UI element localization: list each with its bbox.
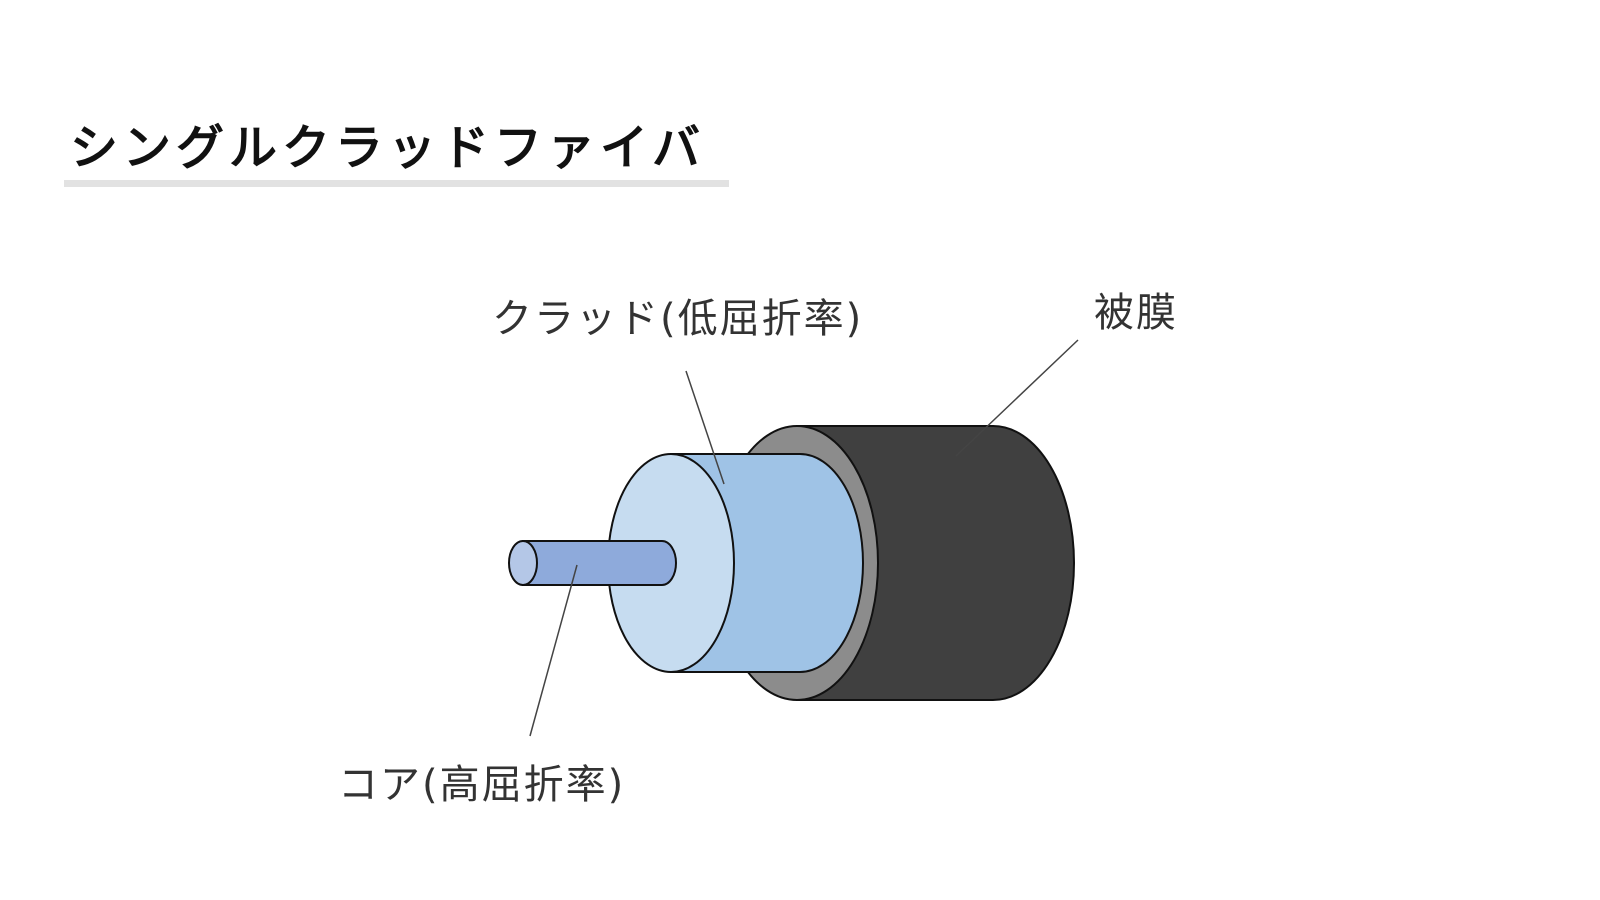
cladding-leader-line <box>685 370 725 485</box>
core-side <box>522 540 677 586</box>
cladding-label: クラッド(低屈折率) <box>492 296 864 342</box>
slide-title: シングルクラッドファイバ <box>70 120 706 176</box>
core-leader-line <box>529 564 578 737</box>
coating-label: 被膜 <box>1094 290 1178 336</box>
core-label: コア(高屈折率) <box>338 762 626 808</box>
coating-leader-line <box>955 339 1079 457</box>
title-underline <box>64 180 729 187</box>
core-end-face <box>508 540 538 586</box>
